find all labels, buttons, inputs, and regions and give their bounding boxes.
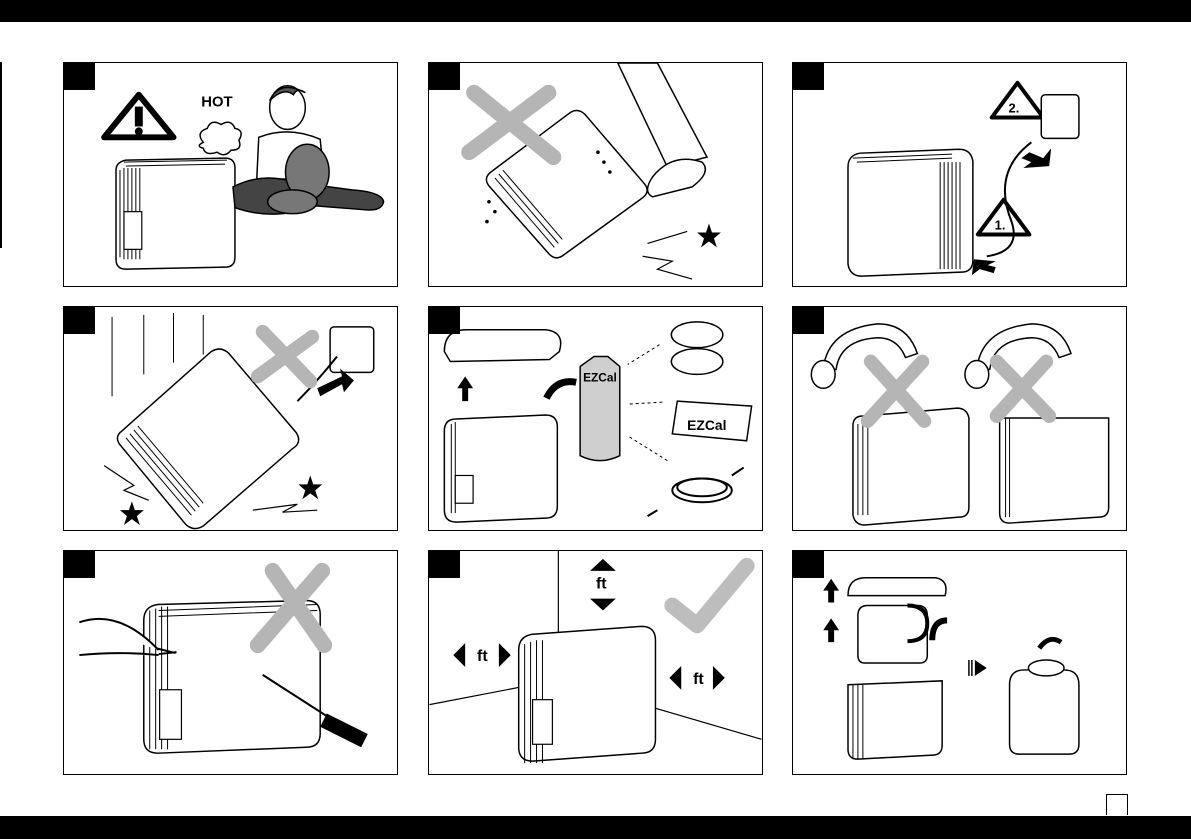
impact-star-icon-2 — [298, 475, 322, 499]
steam-cloud-icon — [199, 122, 241, 155]
panel-6-number-badge — [793, 307, 824, 334]
panel-4-do-not-pull-cord — [63, 306, 398, 531]
top-bar — [0, 0, 1191, 22]
check-mark-icon — [672, 566, 746, 625]
impact-star-icon — [697, 224, 721, 248]
ft-label-top: ft — [596, 576, 607, 593]
warning-2-icon: 2. — [992, 83, 1044, 118]
arrow-to-outlet-icon — [1021, 148, 1051, 168]
falling-humidifier — [117, 349, 298, 529]
panel-8-number-badge — [429, 551, 460, 578]
arrow-left-icon-2 — [669, 666, 681, 690]
panel-2-do-not-kick — [428, 62, 763, 287]
panel-2-number-badge — [429, 63, 460, 90]
warning-triangle-icon — [104, 95, 173, 138]
ezcal-packet: EZCal — [672, 401, 751, 441]
step-1-label: 1. — [995, 218, 1006, 233]
next-step-lines — [969, 660, 972, 676]
ezcal-bottle: EZCal — [580, 357, 620, 461]
hot-label: HOT — [201, 95, 232, 111]
panel-3-plug-order: 2. 1. — [792, 62, 1127, 287]
cross-mark-icon — [868, 362, 924, 421]
ft-label-left: ft — [477, 648, 488, 665]
panel-4-number-badge — [64, 307, 95, 334]
arrow-left-icon — [453, 643, 465, 667]
brand-label-packet: EZCal — [687, 417, 726, 433]
panel-7-do-not-open — [63, 550, 398, 775]
bottom-bar — [0, 816, 1191, 839]
panel-3-number-badge — [793, 63, 824, 90]
power-cord-icon — [648, 468, 744, 517]
arrow-up-icon — [457, 376, 473, 401]
impact-star-icon — [120, 501, 144, 525]
warning-1-icon: 1. — [978, 200, 1030, 235]
base-unit — [848, 681, 942, 759]
panel-9-number-badge — [793, 551, 824, 578]
callout-lines — [628, 345, 668, 461]
humidifier-cube — [144, 601, 320, 754]
arrow-up-icon — [823, 579, 839, 603]
ft-label-right: ft — [693, 671, 704, 688]
tank-right-open — [1000, 418, 1109, 523]
next-step-arrow-icon — [975, 660, 987, 676]
arrow-down-icon — [590, 599, 616, 611]
arrow-right-icon-2 — [713, 666, 725, 690]
binding-edge-line — [0, 62, 2, 248]
tilted-humidifier — [486, 110, 647, 257]
panel-9-remove-tank — [792, 550, 1127, 775]
wall-outlet-icon — [1041, 95, 1079, 139]
humidifier-cube — [848, 149, 973, 276]
panel-5-number-badge — [429, 307, 460, 334]
top-cover — [444, 330, 560, 362]
curved-arrow — [546, 382, 576, 399]
water-tank — [858, 606, 927, 663]
arrow-to-unit-icon — [972, 259, 996, 275]
rotate-arrow-icon-2 — [1039, 639, 1061, 648]
panel-8-placement-clearance: ft ft ft — [428, 550, 763, 775]
tank-inverted — [1010, 660, 1079, 754]
cross-mark-icon — [258, 332, 313, 382]
arrow-up-icon — [590, 559, 616, 571]
step-2-label: 2. — [1009, 101, 1020, 116]
panel-1-number-badge — [64, 63, 95, 90]
panel-1-illustration: HOT — [64, 63, 397, 286]
panel-1-hot-warning: HOT — [63, 62, 398, 287]
panel-5-contents: EZCal EZCal — [428, 306, 763, 531]
child-with-dog — [233, 86, 384, 214]
impact-lines — [643, 231, 693, 279]
top-cover — [848, 578, 946, 596]
humidifier-cube — [519, 626, 656, 763]
filter-discs — [671, 322, 723, 375]
brand-label-bottle: EZCal — [583, 370, 617, 384]
rotate-arrow-icon — [932, 620, 947, 640]
arrow-right-icon — [499, 643, 511, 667]
base-unit — [444, 415, 557, 522]
panel-7-number-badge — [64, 551, 95, 578]
cross-mark-icon — [469, 93, 553, 157]
wall-outlet-icon — [330, 327, 374, 373]
panel-6-do-not-fill-from-tap — [792, 306, 1127, 531]
cross-mark-icon-2 — [997, 362, 1050, 417]
humidifier-unit — [116, 158, 235, 269]
arrow-up-icon-2 — [823, 618, 839, 642]
page-number-box — [1106, 794, 1128, 815]
